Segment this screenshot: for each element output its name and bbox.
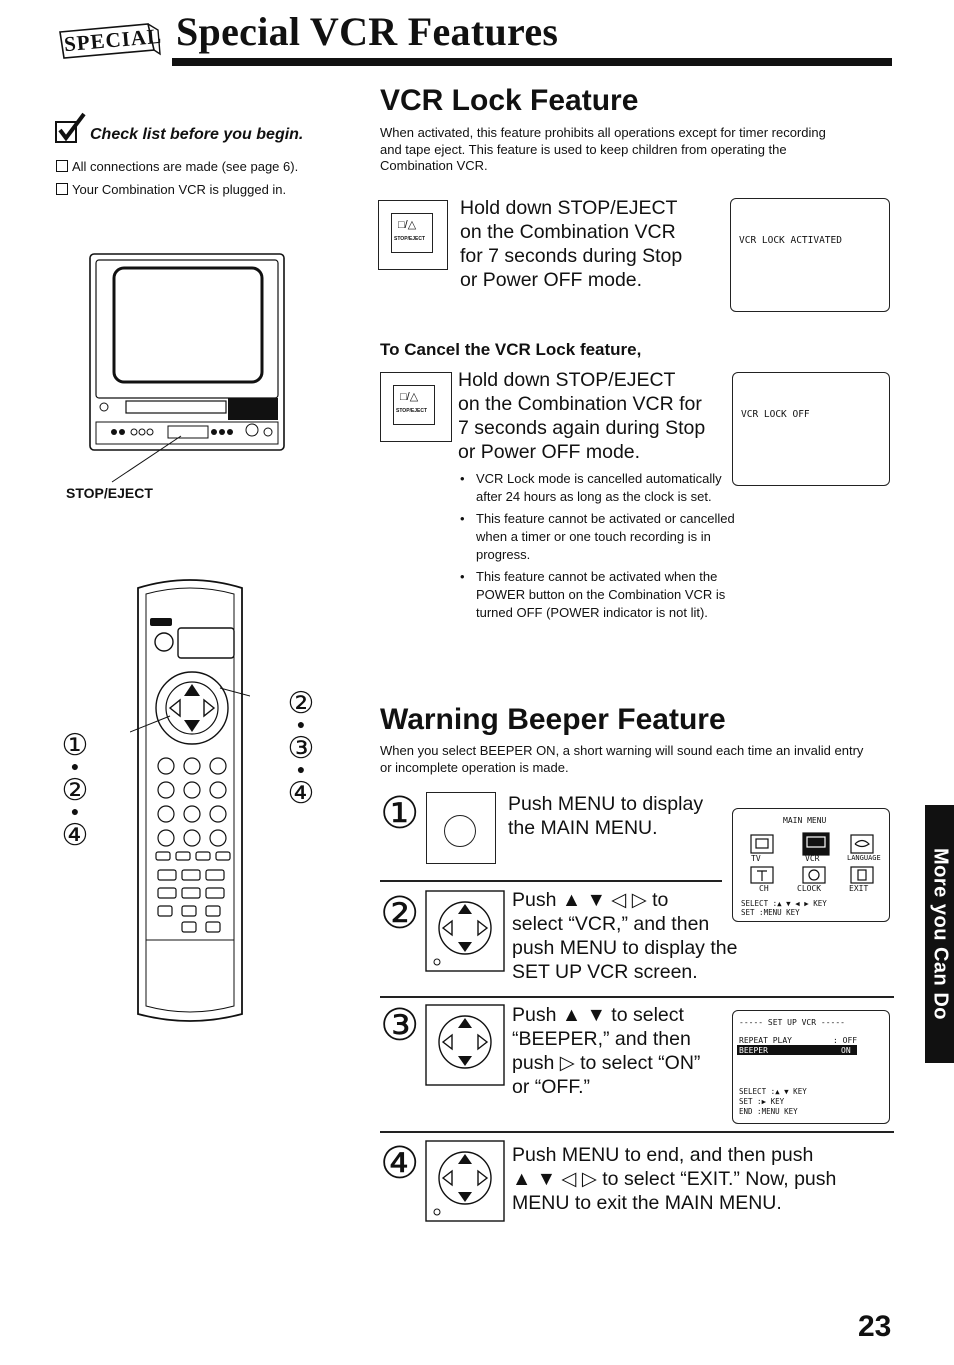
beeper-step-3: Push ▲ ▼ to select “BEEPER,” and then pu… xyxy=(512,1004,701,1098)
main-menu-title: MAIN MENU xyxy=(783,816,827,825)
callout-3-icon: ③ xyxy=(287,732,315,765)
beeper-step-1: Push MENU to display the MAIN MENU. xyxy=(508,793,704,839)
main-menu-hints: SELECT :▲ ▼ ◀ ▶ KEY SET :MENU KEY xyxy=(741,899,827,917)
callout-4-icon: ④ xyxy=(61,819,89,852)
menu-button-icon xyxy=(444,815,476,847)
remote-control-illustration xyxy=(130,579,250,1022)
stop-eject-button-label: STOP/EJECT xyxy=(394,236,426,242)
direction-pad-icon xyxy=(425,1140,505,1222)
dot-icon: ● xyxy=(70,760,80,775)
vcr-lock-intro: When activated, this feature prohibits a… xyxy=(380,125,826,173)
vcr-menu-label: VCR xyxy=(805,854,820,863)
beeper-label: BEEPER xyxy=(739,1046,768,1055)
step-1-number-icon: ① xyxy=(380,789,420,838)
direction-pad-icon xyxy=(425,1004,505,1086)
eject-symbol-icon: □/△ xyxy=(398,219,417,231)
checkbox-icon xyxy=(56,183,68,195)
exit-menu-label: EXIT xyxy=(849,884,869,893)
cancel-step: Hold down STOP/EJECT on the Combination … xyxy=(458,369,706,463)
repeat-play-label: REPEAT PLAY xyxy=(739,1036,792,1045)
ch-menu-label: CH xyxy=(759,884,769,893)
checklist-item: Your Combination VCR is plugged in. xyxy=(56,178,298,201)
beeper-value: ON xyxy=(841,1046,851,1055)
language-menu-label: LANGUAGE xyxy=(847,854,881,862)
clock-menu-label: CLOCK xyxy=(797,884,822,893)
checklist-item: All connections are made (see page 6). xyxy=(56,155,298,178)
checkbox-icon xyxy=(56,160,68,172)
beeper-step-4: Push MENU to end, and then push ▲ ▼ ◁ ▷ … xyxy=(512,1144,837,1214)
callout-2-icon: ② xyxy=(61,774,89,807)
screen-text: VCR LOCK ACTIVATED xyxy=(739,235,842,246)
page-title: Special VCR Features xyxy=(176,9,559,54)
step-2-number-icon: ② xyxy=(380,889,420,938)
side-tab-label: More you Can Do xyxy=(929,848,951,1020)
vcr-lock-off-screen: VCR LOCK OFF xyxy=(732,372,890,486)
step-divider xyxy=(380,996,894,998)
stop-eject-button-icon: □/△ STOP/EJECT xyxy=(393,385,435,425)
beeper-step-2: Push ▲ ▼ ◁ ▷ to select “VCR,” and then p… xyxy=(512,889,738,983)
beeper-row-highlight xyxy=(737,1045,857,1055)
callout-1-icon: ① xyxy=(61,729,89,762)
header-rule xyxy=(172,58,892,66)
note-item: This feature cannot be activated when th… xyxy=(458,568,748,622)
direction-pad-icon xyxy=(425,890,505,972)
stop-eject-button-frame: □/△ STOP/EJECT xyxy=(378,200,448,270)
remote-callouts-left: ① ● ② ● ④ xyxy=(60,730,90,851)
vcr-lock-notes: VCR Lock mode is cancelled automatically… xyxy=(458,470,748,622)
menu-button-frame xyxy=(426,792,496,864)
eject-symbol-icon: □/△ xyxy=(400,391,419,403)
stop-eject-button-label: STOP/EJECT xyxy=(396,408,428,414)
dot-icon: ● xyxy=(296,718,306,733)
tv-vcr-illustration xyxy=(89,253,285,483)
checklist: All connections are made (see page 6). Y… xyxy=(56,155,298,201)
tv-menu-label: TV xyxy=(751,854,761,863)
step-4-number-icon: ④ xyxy=(380,1139,420,1188)
cancel-heading: To Cancel the VCR Lock feature, xyxy=(380,340,642,359)
callout-2-icon: ② xyxy=(287,687,315,720)
step-divider xyxy=(380,880,722,882)
stop-eject-button-frame: □/△ STOP/EJECT xyxy=(380,372,452,442)
step-divider xyxy=(380,1131,894,1133)
setup-vcr-hints: SELECT :▲ ▼ KEY SET :▶ KEY END :MENU KEY xyxy=(739,1087,807,1116)
vcr-lock-heading: VCR Lock Feature xyxy=(380,84,639,117)
callout-4-icon: ④ xyxy=(287,777,315,810)
beeper-heading: Warning Beeper Feature xyxy=(380,703,726,736)
dot-icon: ● xyxy=(70,805,80,820)
page-number: 23 xyxy=(858,1310,892,1343)
main-menu-icons xyxy=(750,832,874,884)
repeat-play-value: : OFF xyxy=(833,1036,858,1045)
note-item: VCR Lock mode is cancelled automatically… xyxy=(458,470,748,506)
stop-eject-label: STOP/EJECT xyxy=(66,485,153,501)
step-3-number-icon: ③ xyxy=(380,1001,420,1050)
vcr-lock-activated-screen: VCR LOCK ACTIVATED xyxy=(730,198,890,312)
vcr-lock-step: Hold down STOP/EJECT on the Combination … xyxy=(460,197,683,291)
beeper-intro: When you select BEEPER ON, a short warni… xyxy=(380,743,864,775)
screen-text: VCR LOCK OFF xyxy=(741,409,810,420)
setup-vcr-title: ----- SET UP VCR ----- xyxy=(739,1018,845,1027)
special-badge-icon xyxy=(59,23,161,59)
setup-vcr-screen: ----- SET UP VCR ----- REPEAT PLAY : OFF… xyxy=(732,1010,890,1124)
checklist-title: Check list before you begin. xyxy=(90,126,304,143)
remote-callouts-right: ② ● ③ ● ④ xyxy=(286,688,316,809)
main-menu-screen: MAIN MENU TV VCR LANGUAGE CH CLOCK EXIT … xyxy=(732,808,890,922)
checkmark-icon xyxy=(55,112,86,143)
side-tab: More you Can Do xyxy=(925,805,954,1063)
dot-icon: ● xyxy=(296,763,306,778)
note-item: This feature cannot be activated or canc… xyxy=(458,510,748,564)
stop-eject-button-icon: □/△ STOP/EJECT xyxy=(391,213,433,253)
